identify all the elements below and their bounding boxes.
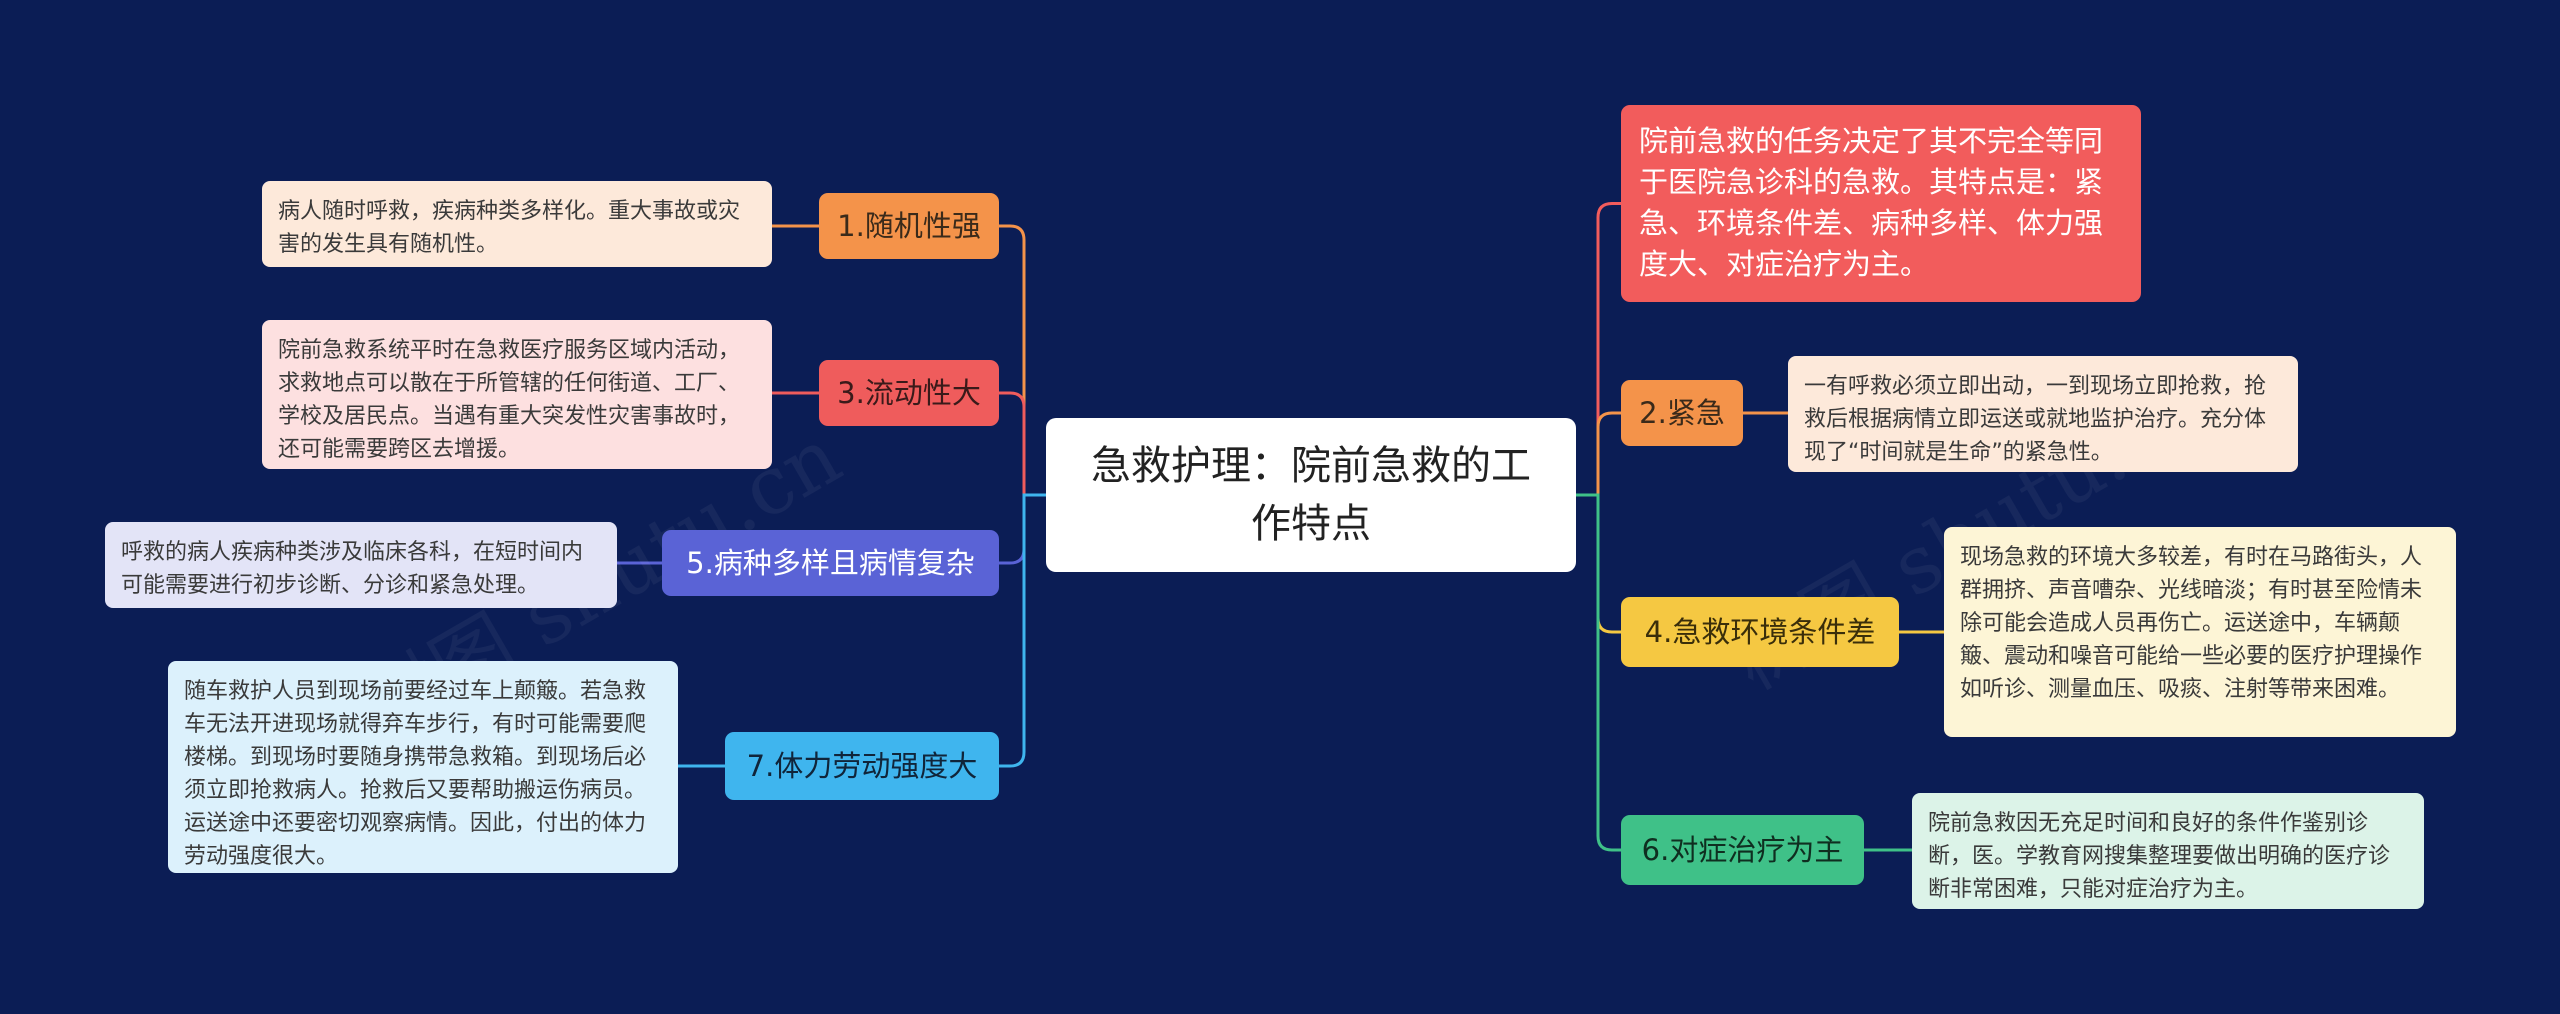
branch-label: 3.流动性大 (837, 376, 981, 410)
leaf-text: 院前急救因无充足时间和良好的条件作鉴别诊断，医。学教育网搜集整理要做出明确的医疗… (1928, 811, 2391, 902)
branch-symptomatic-treatment[interactable]: 6.对症治疗为主 (1621, 815, 1864, 885)
leaf-mobility: 院前急救系统平时在急救医疗服务区域内活动，求救地点可以散在于所管辖的任何街道、工… (262, 320, 772, 469)
branch-connector (999, 493, 1046, 768)
branch-connector (1576, 493, 1621, 852)
branch-mobility[interactable]: 3.流动性大 (819, 360, 999, 426)
leaf-text: 现场急救的环境大多较差，有时在马路街头，人群拥挤、声音嘈杂、光线暗淡；有时甚至险… (1960, 545, 2423, 702)
leaf-text: 呼救的病人疾病种类涉及临床各科，在短时间内可能需要进行初步诊断、分诊和紧急处理。 (121, 540, 584, 598)
branch-connector (999, 224, 1046, 497)
leaf-randomness: 病人随时呼救，疾病种类多样化。重大事故或灾害的发生具有随机性。 (262, 181, 772, 267)
leaf-text: 病人随时呼救，疾病种类多样化。重大事故或灾害的发生具有随机性。 (278, 199, 741, 257)
leaf-symptomatic-treatment: 院前急救因无充足时间和良好的条件作鉴别诊断，医。学教育网搜集整理要做出明确的医疗… (1912, 793, 2424, 909)
summary-text: 院前急救的任务决定了其不完全等同于医院急诊科的急救。其特点是：紧急、环境条件差、… (1639, 124, 2104, 281)
branch-connector (1576, 411, 1621, 497)
branch-label: 7.体力劳动强度大 (746, 749, 978, 783)
branch-poor-environment[interactable]: 4.急救环境条件差 (1621, 597, 1899, 667)
branch-label: 1.随机性强 (837, 209, 981, 243)
leaf-physical-intensity: 随车救护人员到现场前要经过车上颠簸。若急救车无法开进现场就得弃车步行，有时可能需… (168, 661, 678, 873)
branch-urgency[interactable]: 2.紧急 (1621, 380, 1743, 446)
leaf-text: 院前急救系统平时在急救医疗服务区域内活动，求救地点可以散在于所管辖的任何街道、工… (278, 338, 741, 462)
summary-connector (1576, 202, 1621, 497)
leaf-disease-variety: 呼救的病人疾病种类涉及临床各科，在短时间内可能需要进行初步诊断、分诊和紧急处理。 (105, 522, 617, 608)
branch-connector (999, 391, 1046, 497)
branch-physical-intensity[interactable]: 7.体力劳动强度大 (725, 732, 999, 800)
branch-label: 4.急救环境条件差 (1644, 615, 1876, 649)
summary-node[interactable]: 院前急救的任务决定了其不完全等同于医院急诊科的急救。其特点是：紧急、环境条件差、… (1621, 105, 2141, 302)
branch-label: 2.紧急 (1639, 396, 1725, 430)
branch-randomness[interactable]: 1.随机性强 (819, 193, 999, 259)
leaf-poor-environment: 现场急救的环境大多较差，有时在马路街头，人群拥挤、声音嘈杂、光线暗淡；有时甚至险… (1944, 527, 2456, 737)
leaf-text: 一有呼救必须立即出动，一到现场立即抢救，抢救后根据病情立即运送或就地监护治疗。充… (1804, 374, 2267, 465)
branch-disease-variety[interactable]: 5.病种多样且病情复杂 (662, 530, 999, 596)
branch-label: 6.对症治疗为主 (1641, 833, 1844, 867)
root-node[interactable]: 急救护理：院前急救的工作特点 (1046, 418, 1576, 572)
leaf-text: 随车救护人员到现场前要经过车上颠簸。若急救车无法开进现场就得弃车步行，有时可能需… (184, 679, 647, 869)
branch-label: 5.病种多样且病情复杂 (686, 546, 975, 580)
root-title: 急救护理：院前急救的工作特点 (1091, 443, 1531, 547)
leaf-urgency: 一有呼救必须立即出动，一到现场立即抢救，抢救后根据病情立即运送或就地监护治疗。充… (1788, 356, 2298, 472)
